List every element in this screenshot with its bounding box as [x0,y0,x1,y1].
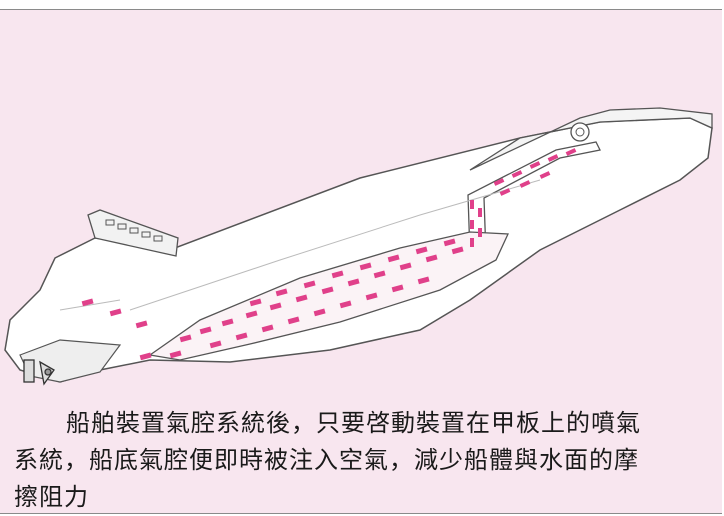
propeller-icon [23,359,55,386]
figure-panel: 船舶裝置氣腔系統後，只要啓動裝置在甲板上的噴氣 系統，船底氣腔便即時被注入空氣，… [0,9,722,514]
deck-vents [105,219,163,242]
air-cavity [148,231,509,361]
bow-deck [469,107,713,171]
figure-caption: 船舶裝置氣腔系統後，只要啓動裝置在甲板上的噴氣 系統，船底氣腔便即時被注入空氣，… [14,405,714,516]
hull-body [4,117,713,383]
air-bubbles [81,148,577,361]
caption-line-2: 系統，船底氣腔便即時被注入空氣，減少船體與水面的摩 [14,446,639,474]
ship-hull-illustration [4,107,713,386]
bow-wheel [570,122,590,142]
caption-line-1: 船舶裝置氣腔系統後，只要啓動裝置在甲板上的噴氣 [66,409,641,437]
caption-line-3: 擦阻力 [14,483,89,511]
